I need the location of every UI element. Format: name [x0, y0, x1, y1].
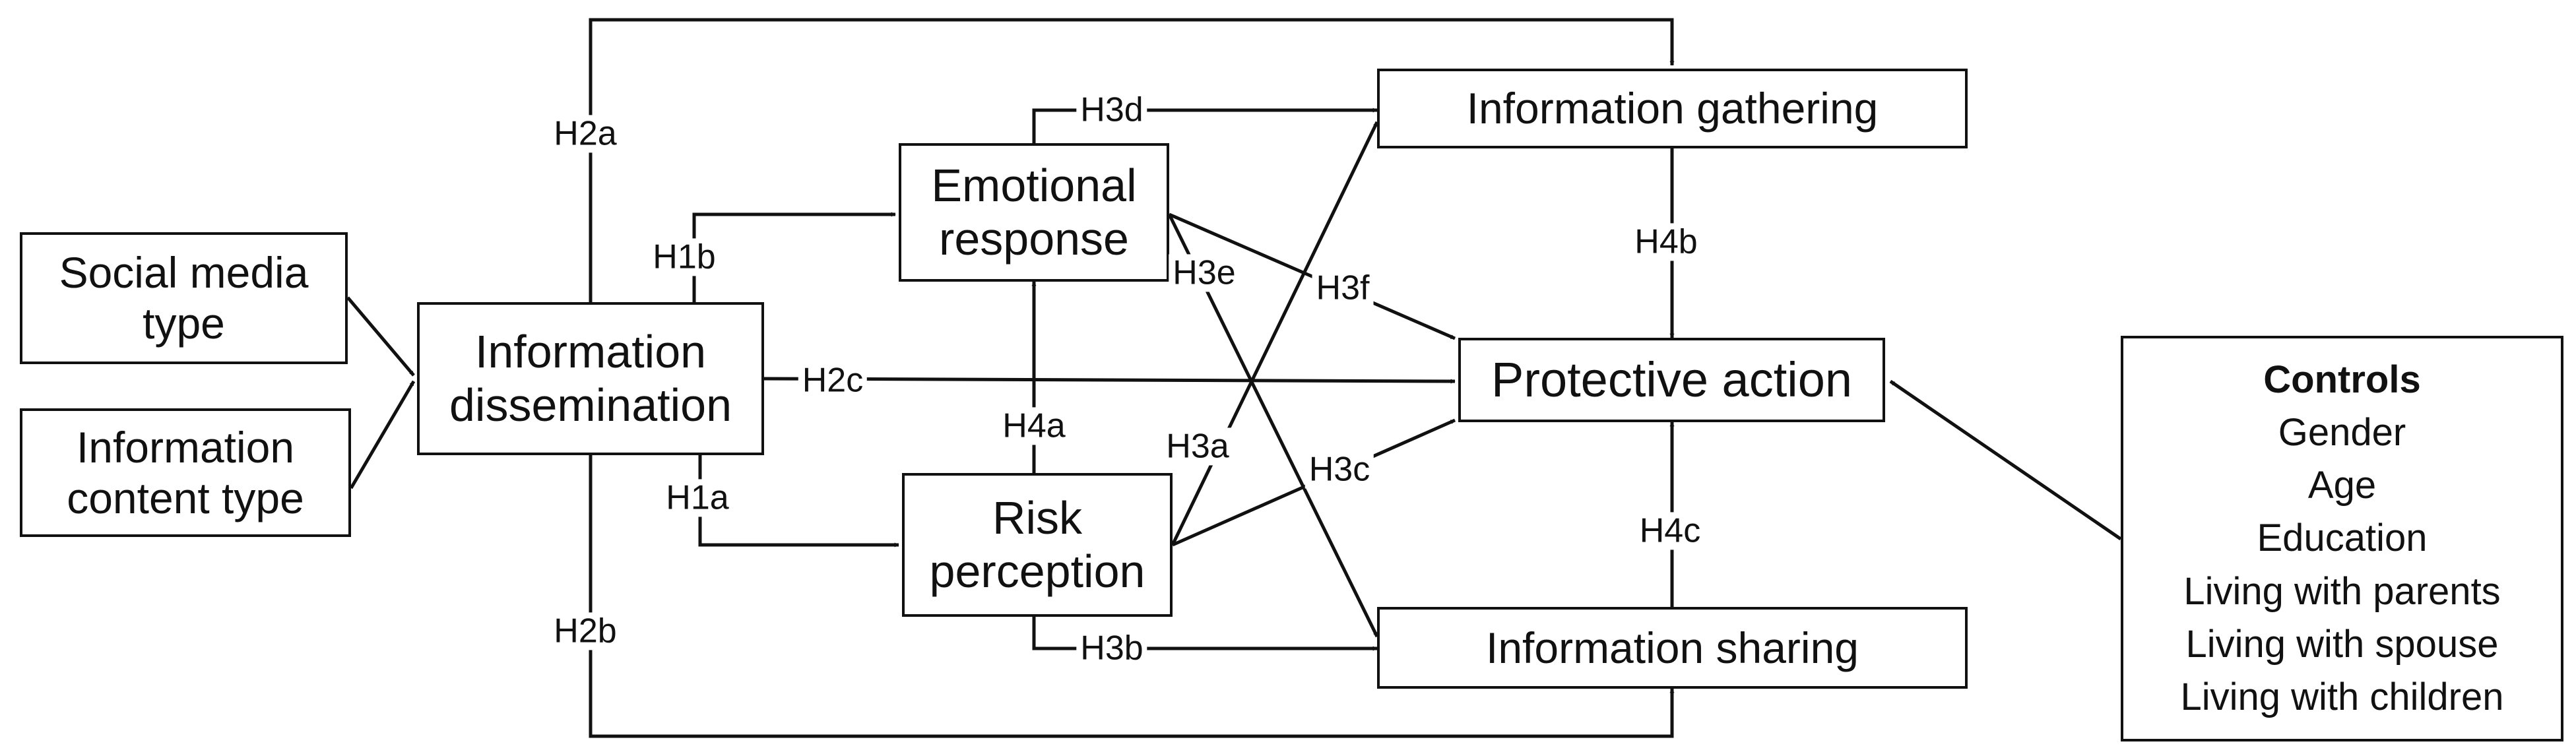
node-social-media-type: Social media type — [20, 232, 348, 364]
edge-social-media-to-dissemination — [346, 296, 415, 377]
node-protective-action: Protective action — [1458, 338, 1885, 422]
label-h2c: H2c — [798, 362, 868, 400]
controls-title: Controls — [2263, 358, 2421, 402]
edge-h3f-emotional-to-protective — [1169, 212, 1456, 340]
control-item: Age — [2307, 464, 2377, 507]
label-h3a: H3a — [1162, 427, 1233, 466]
control-item: Living with parents — [2183, 569, 2501, 613]
edge-content-type-to-dissemination — [349, 380, 416, 489]
edge-controls-to-protective — [1889, 379, 2122, 541]
node-label-line: Emotional — [931, 159, 1137, 211]
label-h4a: H4a — [998, 407, 1070, 445]
label-h3d: H3d — [1076, 91, 1147, 129]
node-label: Information gathering — [1466, 84, 1879, 133]
node-information-content-type: Information content type — [20, 408, 351, 537]
node-risk-perception: Risk perception — [902, 473, 1173, 617]
label-h4b: H4b — [1630, 223, 1702, 261]
edge-h2a-dissemination-to-gathering — [589, 18, 1675, 302]
edge-h3d-emotional-to-gathering — [1032, 108, 1378, 143]
controls-box: Controls Gender Age Education Living wit… — [2121, 336, 2563, 741]
node-label-line: perception — [929, 546, 1145, 597]
node-label-line: response — [939, 213, 1129, 265]
node-label-line: Information — [76, 422, 295, 472]
label-h1a: H1a — [662, 479, 733, 517]
label-h3f: H3f — [1312, 269, 1374, 307]
control-item: Education — [2257, 517, 2428, 560]
edge-h2b-dissemination-to-sharing — [589, 455, 1675, 738]
control-item: Living with children — [2180, 675, 2504, 718]
control-item: Gender — [2278, 411, 2406, 455]
edge-h3b-risk-to-sharing — [1032, 617, 1378, 651]
node-label-line: Risk — [992, 491, 1083, 544]
label-h1b: H1b — [649, 238, 720, 276]
label-h2a: H2a — [550, 115, 621, 153]
node-label-line: Information — [474, 325, 707, 377]
node-label-line: dissemination — [449, 379, 732, 431]
edge-h2c-dissemination-to-protective — [763, 377, 1456, 384]
edge-h3a-risk-to-gathering — [1171, 121, 1379, 546]
node-label-line: Social media — [59, 248, 309, 298]
label-h3e: H3e — [1169, 254, 1240, 292]
node-label-line: type — [143, 299, 225, 348]
label-h3b: H3b — [1076, 629, 1147, 668]
edge-h1b-dissemination-to-emotional — [692, 212, 896, 302]
node-label-line: content type — [67, 473, 304, 522]
control-item: Living with spouse — [2185, 622, 2499, 666]
node-information-sharing: Information sharing — [1377, 607, 1968, 689]
node-information-dissemination: Information dissemination — [417, 302, 764, 455]
node-emotional-response: Emotional response — [899, 143, 1169, 282]
label-h3c: H3c — [1304, 451, 1374, 489]
label-h4c: H4c — [1635, 512, 1705, 550]
node-information-gathering: Information gathering — [1377, 69, 1968, 148]
node-label: Protective action — [1491, 352, 1853, 408]
node-label: Information sharing — [1486, 623, 1859, 672]
label-h2b: H2b — [550, 612, 621, 650]
